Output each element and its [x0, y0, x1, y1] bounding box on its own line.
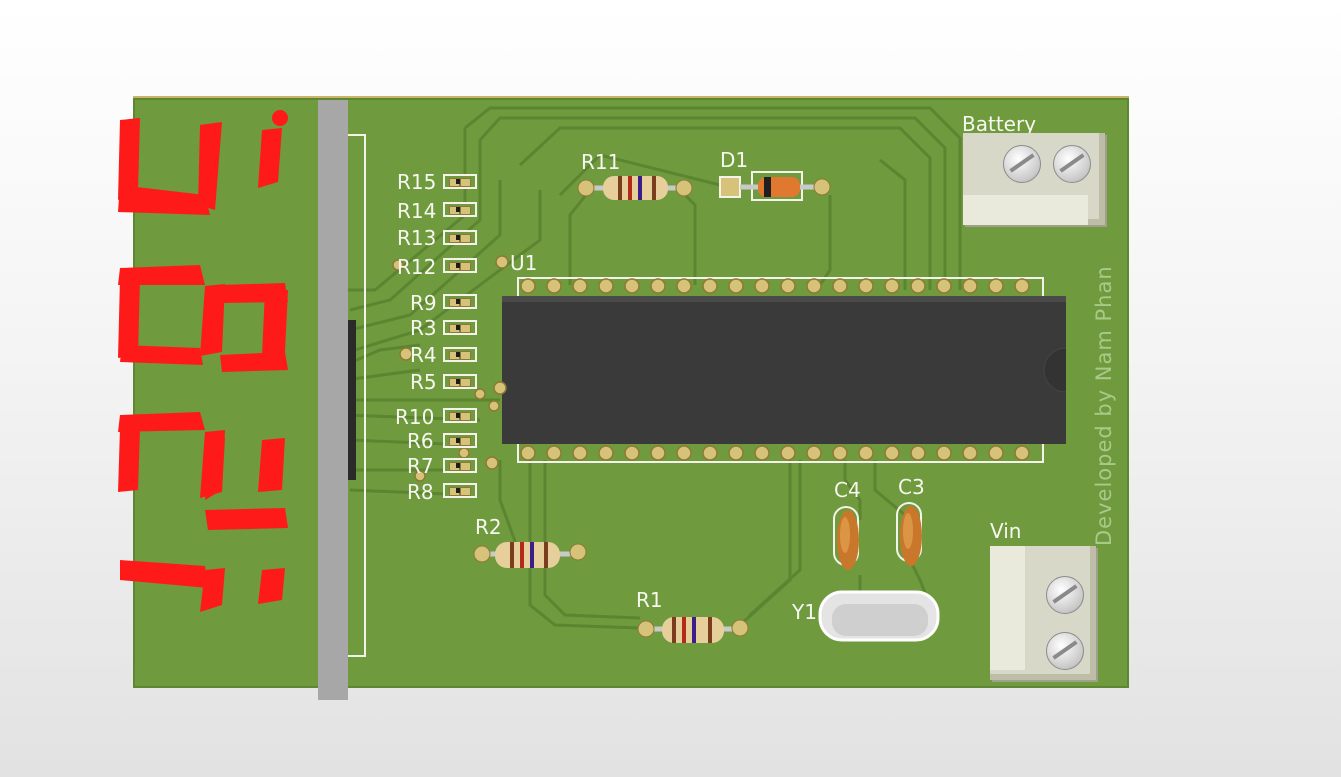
- screw-terminal-icon: [1003, 145, 1041, 183]
- y1-crystal: [818, 590, 940, 642]
- label-r11: R11: [581, 150, 621, 174]
- label-r8: R8: [407, 480, 434, 504]
- label-r3: R3: [410, 316, 437, 340]
- label-vin: Vin: [990, 519, 1022, 543]
- label-r7: R7: [407, 454, 434, 478]
- pad-r7: [443, 458, 477, 473]
- label-r12: R12: [397, 255, 437, 279]
- pad-r6: [443, 433, 477, 448]
- label-r2: R2: [475, 515, 502, 539]
- screw-terminal-icon: [1046, 632, 1084, 670]
- pad-r4: [443, 347, 477, 362]
- d1-diode: [719, 171, 831, 201]
- vin-terminal-block: [990, 546, 1096, 680]
- label-c3: C3: [898, 475, 925, 499]
- screw-terminal-icon: [1046, 576, 1084, 614]
- c3-capacitor: [896, 502, 922, 566]
- r1-resistor: [637, 617, 749, 643]
- r11-resistor: [577, 176, 693, 200]
- vias: [392, 255, 509, 482]
- pad-r9: [443, 294, 477, 309]
- credit-text: Developed by Nam Phan: [1092, 265, 1116, 546]
- copper-traces: [344, 106, 962, 630]
- label-y1: Y1: [792, 600, 817, 624]
- display-outline: [340, 134, 366, 657]
- label-battery: Battery: [962, 112, 1037, 136]
- screw-terminal-icon: [1053, 145, 1091, 183]
- label-r5: R5: [410, 370, 437, 394]
- battery-terminal-block: [963, 133, 1105, 225]
- pad-r5: [443, 374, 477, 389]
- pad-r14: [443, 202, 477, 217]
- label-r13: R13: [397, 226, 437, 250]
- display-side-panel: [318, 100, 348, 700]
- label-r14: R14: [397, 199, 437, 223]
- u1-pins: [520, 278, 1030, 461]
- pad-r10: [443, 408, 477, 423]
- label-d1: D1: [720, 148, 749, 172]
- u1-chip-body: [502, 296, 1066, 444]
- pad-r15: [443, 174, 477, 189]
- label-u1: U1: [510, 251, 538, 275]
- pad-r12: [443, 258, 477, 273]
- pad-r3: [443, 320, 477, 335]
- pad-r8: [443, 483, 477, 498]
- pad-r13: [443, 230, 477, 245]
- label-r4: R4: [410, 343, 437, 367]
- label-r6: R6: [407, 429, 434, 453]
- label-r10: R10: [395, 405, 435, 429]
- seven-segment-digits: [118, 110, 288, 612]
- r2-resistor: [473, 542, 587, 568]
- label-r15: R15: [397, 170, 437, 194]
- c4-capacitor: [833, 506, 859, 570]
- label-r1: R1: [636, 588, 663, 612]
- label-r9: R9: [410, 291, 437, 315]
- label-c4: C4: [834, 478, 861, 502]
